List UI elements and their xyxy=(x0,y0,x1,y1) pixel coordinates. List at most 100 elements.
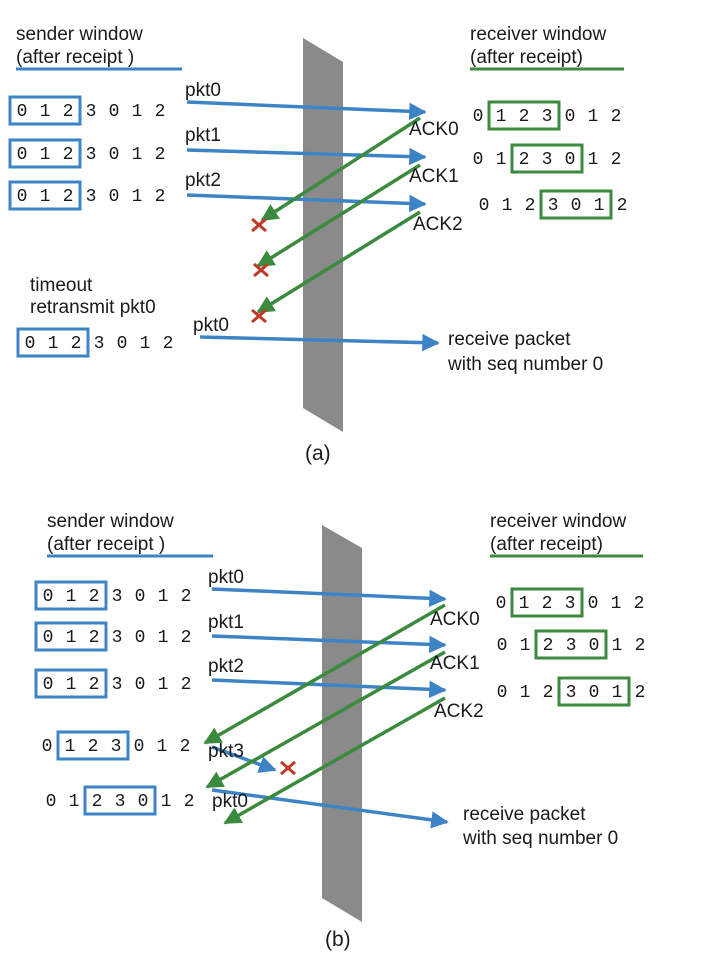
ack-label: ACK1 xyxy=(430,653,480,674)
sequence-number: 0 xyxy=(109,145,120,165)
window-box xyxy=(34,621,108,652)
sequence-number: 1 xyxy=(40,187,51,207)
sequence-number: 0 xyxy=(134,737,145,757)
sequence-number: 2 xyxy=(63,187,74,207)
sequence-number: 2 xyxy=(88,737,99,757)
sequence-number: 1 xyxy=(161,792,172,812)
loss-mark-icon xyxy=(253,262,269,278)
packet-label: pkt0 xyxy=(193,315,229,336)
window-box xyxy=(56,730,130,761)
sequence-number: 2 xyxy=(611,107,622,127)
sender-title-line2: (after receipt ) xyxy=(16,47,134,68)
sequence-number: 2 xyxy=(525,196,536,216)
sequence-number: 3 xyxy=(566,636,577,656)
channel-slab xyxy=(303,38,343,432)
sequence-number: 0 xyxy=(43,675,54,695)
sequence-number: 1 xyxy=(158,628,169,648)
packet-arrow xyxy=(199,333,440,352)
receiver-title-line2: (after receipt) xyxy=(490,534,603,555)
packet-arrow xyxy=(211,634,447,654)
sequence-number: 0 xyxy=(497,636,508,656)
packet-label: pkt1 xyxy=(185,125,221,146)
packet-label: pkt0 xyxy=(212,791,248,812)
sequence-number: 0 xyxy=(135,628,146,648)
sequence-number: 3 xyxy=(112,628,123,648)
sequence-number: 0 xyxy=(117,334,128,354)
timeout-label: timeout xyxy=(30,275,93,296)
sequence-number: 3 xyxy=(112,587,123,607)
receiver-title-line2: (after receipt) xyxy=(470,47,583,68)
sequence-number: 3 xyxy=(115,792,126,812)
sequence-number: 1 xyxy=(594,196,605,216)
window-box xyxy=(510,587,584,618)
window-box xyxy=(34,580,108,611)
sequence-number: 1 xyxy=(496,107,507,127)
sequence-number: 1 xyxy=(132,145,143,165)
sequence-number: 1 xyxy=(48,334,59,354)
sequence-number: 1 xyxy=(502,196,513,216)
sequence-number: 2 xyxy=(181,628,192,648)
sequence-number: 2 xyxy=(89,675,100,695)
packet-label: pkt3 xyxy=(208,741,244,762)
sequence-number: 2 xyxy=(184,792,195,812)
sequence-number: 2 xyxy=(163,334,174,354)
window-box xyxy=(539,189,613,220)
sequence-number: 1 xyxy=(158,675,169,695)
packet-label: pkt0 xyxy=(185,80,221,101)
sequence-number: 1 xyxy=(612,636,623,656)
sequence-number: 3 xyxy=(542,150,553,170)
ack-arrow xyxy=(203,603,446,745)
sequence-number: 0 xyxy=(46,792,57,812)
sequence-number: 2 xyxy=(180,737,191,757)
panel-caption: (a) xyxy=(305,442,331,465)
sequence-number: 1 xyxy=(66,587,77,607)
channel-slab xyxy=(322,525,362,922)
window-box xyxy=(83,785,157,816)
sequence-number: 0 xyxy=(571,196,582,216)
window-box xyxy=(8,95,82,126)
sequence-number: 0 xyxy=(109,187,120,207)
sequence-number: 2 xyxy=(634,594,645,614)
sequence-number: 2 xyxy=(543,636,554,656)
sequence-number: 2 xyxy=(542,594,553,614)
sequence-number: 2 xyxy=(89,628,100,648)
packet-arrow xyxy=(186,100,427,121)
sequence-number: 0 xyxy=(135,587,146,607)
ack-label: ACK2 xyxy=(413,214,463,235)
sequence-number: 1 xyxy=(40,145,51,165)
sequence-number: 2 xyxy=(543,683,554,703)
sequence-number: 1 xyxy=(520,636,531,656)
sequence-number: 3 xyxy=(542,107,553,127)
sequence-number: 1 xyxy=(66,628,77,648)
sequence-number: 1 xyxy=(588,107,599,127)
sequence-number: 3 xyxy=(111,737,122,757)
sequence-number: 0 xyxy=(473,150,484,170)
sequence-number: 1 xyxy=(40,102,51,122)
sequence-number: 0 xyxy=(135,675,146,695)
packet-arrow xyxy=(211,587,447,608)
packet-arrow xyxy=(211,788,449,829)
sequence-number: 2 xyxy=(611,150,622,170)
sequence-number: 0 xyxy=(17,145,28,165)
sequence-number: 2 xyxy=(617,196,628,216)
sequence-number: 2 xyxy=(181,675,192,695)
sequence-number: 3 xyxy=(86,102,97,122)
sequence-number: 2 xyxy=(155,102,166,122)
packet-arrow xyxy=(186,193,427,213)
sequence-number: 0 xyxy=(43,628,54,648)
sequence-number: 1 xyxy=(66,675,77,695)
sequence-number: 1 xyxy=(588,150,599,170)
sequence-number: 2 xyxy=(92,792,103,812)
sequence-number: 1 xyxy=(132,187,143,207)
